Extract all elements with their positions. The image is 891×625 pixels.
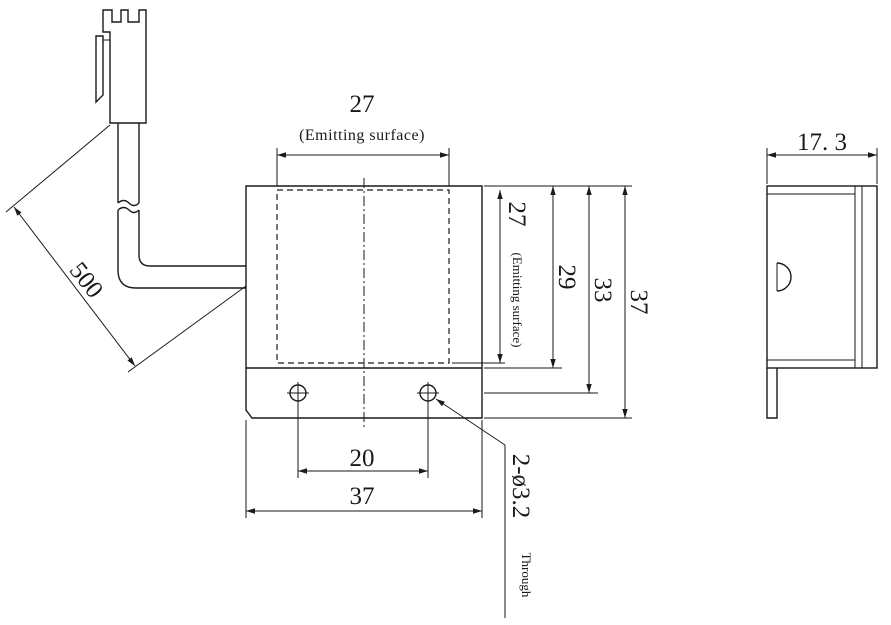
cable-assembly [95,9,246,289]
emitting-surface-outline [276,189,450,364]
cable-lower [117,210,246,289]
emit-width-value: 27 [350,91,375,118]
emit-height-note: (Emitting surface) [510,253,525,348]
front-view [245,178,483,428]
side-bracket [766,368,778,419]
side-body [766,185,878,369]
body-width-label: 37 [350,483,375,510]
emit-width-note: (Emitting surface) [299,127,425,144]
vertical-dimensions: 27 (Emitting surface) 29 33 37 [452,185,652,419]
height-29-label: 29 [553,265,580,290]
connector-latch [95,35,104,104]
bottom-dimensions: 20 37 [245,404,483,518]
cable-length-label: 500 [64,257,108,303]
side-view: 17. 3 [766,129,878,419]
height-37-label: 37 [625,290,652,315]
hole-spacing-label: 20 [350,445,375,472]
cable-length-dimension: 500 [5,124,247,373]
emit-width-dimension: 27 (Emitting surface) [276,91,450,186]
cable-break-mark [117,199,140,207]
mounting-hole-right [417,382,439,404]
hole-callout: 2-ø3.2 Through [435,398,534,618]
connector-housing [102,9,147,124]
side-cable-bump [776,262,792,292]
mounting-hole-left [287,382,309,404]
emit-height-value: 27 [503,202,530,227]
side-depth-label: 17. 3 [797,129,847,156]
housing-outline [245,185,483,419]
height-33-label: 33 [589,278,616,303]
hole-spec-label: 2-ø3.2 [507,454,534,519]
hole-note-label: Through [519,553,534,598]
